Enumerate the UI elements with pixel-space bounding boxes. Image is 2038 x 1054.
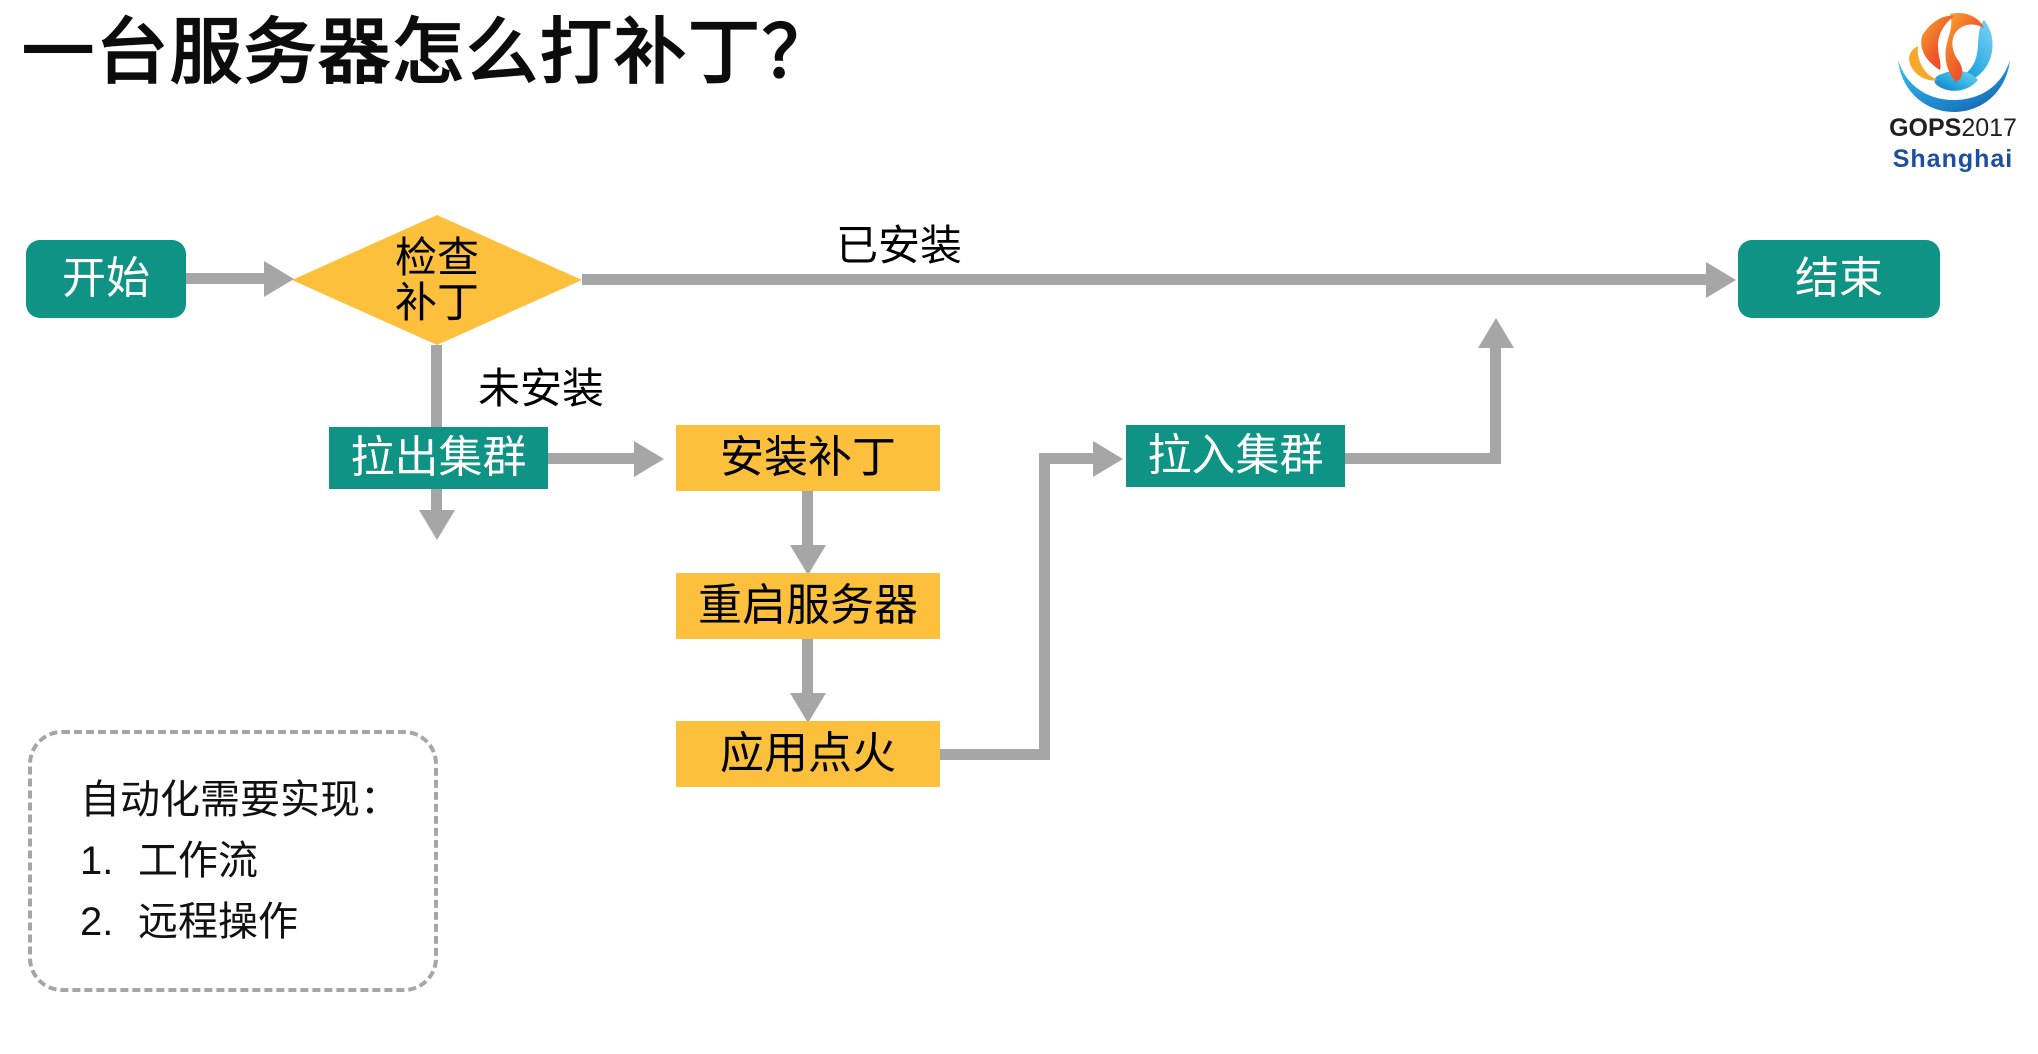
connector-pullin-to-end-v xyxy=(1490,348,1501,458)
edge-label-not-installed: 未安装 xyxy=(478,365,605,412)
connector-install-to-reboot xyxy=(802,491,813,553)
arrowhead-check-to-pullout xyxy=(419,510,455,540)
connector-pullin-to-end-h xyxy=(1345,453,1501,464)
logo-text-gops: GOPS2017 xyxy=(1878,114,2028,143)
page-title: 一台服务器怎么打补丁？ xyxy=(22,13,837,93)
arrowhead-pullout-to-install xyxy=(634,441,664,477)
flow-node-install-patch-label: 安装补丁 xyxy=(720,432,896,482)
flow-node-end-label: 结束 xyxy=(1795,253,1883,303)
flow-node-check-patch[interactable]: 检查 补丁 xyxy=(292,215,582,345)
note-item-2-text: 远程操作 xyxy=(138,899,298,944)
flow-node-app-ignite[interactable]: 应用点火 xyxy=(676,721,940,787)
flow-node-start[interactable]: 开始 xyxy=(26,240,186,318)
arrowhead-pullin-to-end xyxy=(1478,318,1514,348)
logo-gops-word: GOPS xyxy=(1889,114,1962,142)
note-content: 自动化需要实现： 1. 工作流 2. 远程操作 xyxy=(80,770,424,952)
logo-year: 2017 xyxy=(1961,114,2017,142)
note-item-2-number: 2. xyxy=(80,899,114,944)
arrowhead-reboot-to-ignite xyxy=(790,693,826,723)
note-item-2: 2. 远程操作 xyxy=(80,892,424,953)
arrowhead-check-to-end xyxy=(1706,262,1736,298)
flow-node-check-patch-line1: 检查 xyxy=(394,233,479,281)
gops-swirl-icon xyxy=(1892,8,2014,116)
flow-node-reboot-server[interactable]: 重启服务器 xyxy=(676,573,940,639)
flow-node-start-label: 开始 xyxy=(62,253,150,303)
flow-node-pull-in-label: 拉入集群 xyxy=(1147,430,1324,480)
connector-start-to-check xyxy=(186,273,268,284)
note-heading: 自动化需要实现： xyxy=(80,778,400,822)
flow-node-pull-out-label: 拉出集群 xyxy=(350,432,527,482)
connector-ignite-elbow-h1 xyxy=(940,749,1050,760)
gops-logo: GOPS2017 Shanghai xyxy=(1878,8,2028,178)
flow-node-pull-in[interactable]: 拉入集群 xyxy=(1126,425,1345,487)
logo-text-city: Shanghai xyxy=(1892,145,2014,173)
arrowhead-start-to-check xyxy=(264,261,294,297)
flow-node-pull-out[interactable]: 拉出集群 xyxy=(329,427,548,489)
flow-node-install-patch[interactable]: 安装补丁 xyxy=(676,425,940,491)
arrowhead-install-to-reboot xyxy=(790,545,826,575)
note-item-1: 1. 工作流 xyxy=(80,831,424,892)
edge-label-installed: 已安装 xyxy=(836,222,963,269)
connector-ignite-elbow-h2 xyxy=(1039,453,1097,464)
arrowhead-ignite-to-pullin xyxy=(1093,441,1123,477)
flow-node-end[interactable]: 结束 xyxy=(1738,240,1940,318)
flow-node-check-patch-line2: 补丁 xyxy=(394,279,479,326)
flow-node-app-ignite-label: 应用点火 xyxy=(720,728,896,778)
connector-pullout-to-install xyxy=(548,453,638,464)
flow-node-reboot-server-label: 重启服务器 xyxy=(698,580,918,630)
connector-reboot-to-ignite xyxy=(802,639,813,701)
connector-ignite-elbow-v xyxy=(1039,453,1050,749)
note-callout-box: 自动化需要实现： 1. 工作流 2. 远程操作 xyxy=(28,730,438,992)
connector-check-to-end xyxy=(582,274,1710,285)
flow-node-check-patch-label: 检查 补丁 xyxy=(292,215,582,345)
note-item-1-text: 工作流 xyxy=(138,838,258,883)
note-item-1-number: 1. xyxy=(80,838,114,883)
